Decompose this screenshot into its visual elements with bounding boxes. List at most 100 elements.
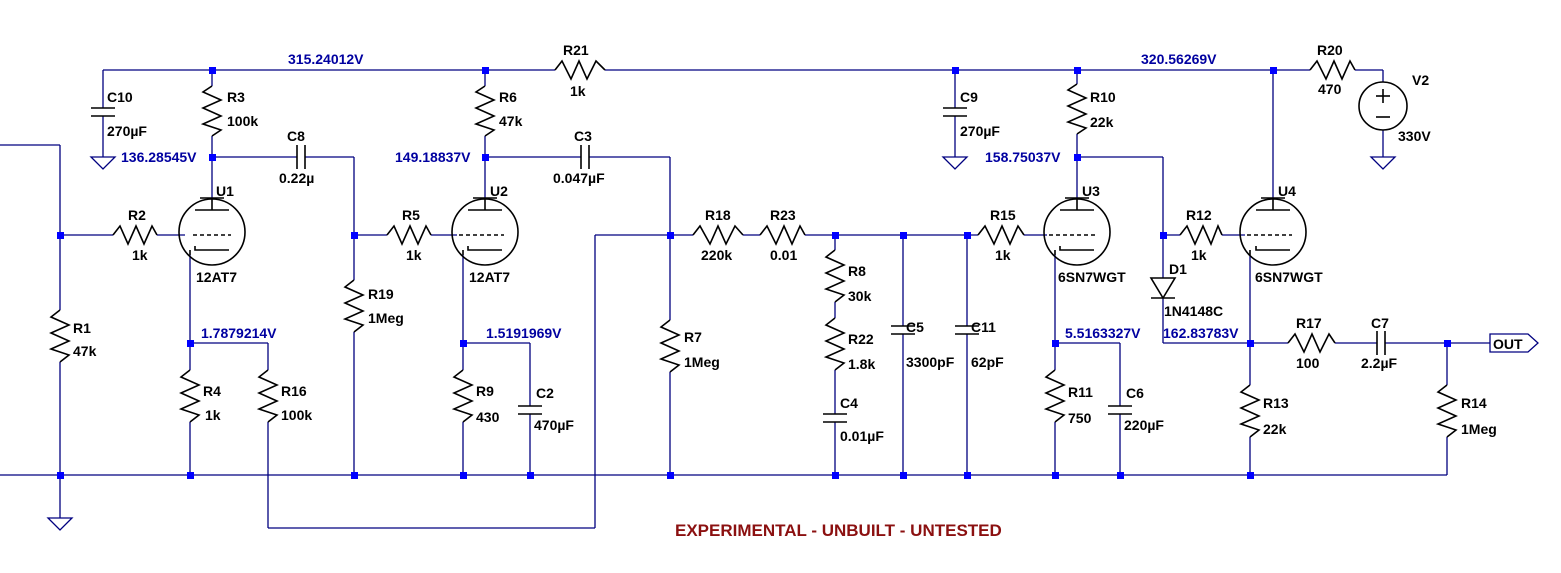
value-r23: 0.01	[770, 247, 797, 263]
resistor-r20	[1309, 59, 1356, 81]
resistor-r7	[658, 319, 681, 373]
label-u3: U3	[1082, 183, 1100, 199]
label-r7: R7	[684, 329, 702, 345]
value-r11: 750	[1068, 410, 1092, 426]
triode-u2	[451, 197, 519, 266]
ground-symbol	[941, 156, 969, 170]
value-c6: 220µF	[1124, 417, 1164, 433]
capacitor-c2	[518, 405, 542, 415]
label-c9: C9	[960, 89, 978, 105]
value-c11: 62pF	[971, 354, 1004, 370]
resistors	[48, 59, 1458, 438]
resistor-r12	[1179, 223, 1223, 247]
value-c10: 270µF	[107, 123, 147, 139]
resistor-r3	[200, 85, 223, 137]
junctions	[57, 67, 1451, 479]
resistor-r5	[386, 224, 432, 246]
value-r5: 1k	[406, 247, 422, 263]
label-r12: R12	[1186, 207, 1212, 223]
label-r10: R10	[1090, 89, 1116, 105]
resistor-r14	[1435, 384, 1458, 438]
voltage-u4-cathode: 162.83783V	[1163, 325, 1239, 341]
value-c9: 270µF	[960, 123, 1000, 139]
triode-u1	[178, 197, 246, 266]
value-c4: 0.01µF	[840, 428, 884, 444]
component-labels: R1 47k R2 1k R3 100k C10 270µF C8 0.22µ …	[73, 42, 1497, 444]
value-r14: 1Meg	[1461, 421, 1497, 437]
value-r18: 220k	[701, 247, 732, 263]
label-r22: R22	[848, 331, 874, 347]
value-r8: 30k	[848, 288, 872, 304]
label-r6: R6	[499, 89, 517, 105]
label-r1: R1	[73, 320, 91, 336]
label-c5: C5	[906, 319, 924, 335]
label-r23: R23	[770, 207, 796, 223]
value-r9: 430	[476, 409, 500, 425]
value-r10: 22k	[1090, 114, 1114, 130]
label-r19: R19	[368, 286, 394, 302]
resistor-r1	[48, 309, 71, 363]
value-r7: 1Meg	[684, 354, 720, 370]
resistor-r18	[692, 224, 744, 246]
resistor-r13	[1238, 384, 1261, 438]
label-r4: R4	[203, 383, 221, 399]
resistor-r16	[256, 369, 279, 423]
capacitor-c6	[1108, 405, 1132, 415]
triode-u3	[1043, 197, 1111, 266]
capacitor-c8	[296, 145, 306, 169]
resistor-r21	[554, 59, 606, 81]
resistor-r22	[823, 317, 846, 371]
label-r8: R8	[848, 263, 866, 279]
label-c4: C4	[840, 395, 858, 411]
label-r17: R17	[1296, 315, 1322, 331]
value-c3: 0.047µF	[553, 170, 605, 186]
resistor-r19	[342, 279, 365, 333]
value-r22: 1.8k	[848, 356, 875, 372]
label-r14: R14	[1461, 395, 1487, 411]
resistor-r2	[112, 224, 158, 246]
value-c8: 0.22µ	[279, 170, 314, 186]
label-c8: C8	[287, 128, 305, 144]
resistor-r4	[178, 369, 201, 423]
resistor-r6	[473, 85, 496, 137]
voltage-u2-plate: 149.18837V	[395, 149, 471, 165]
label-u4: U4	[1278, 183, 1296, 199]
value-r19: 1Meg	[368, 310, 404, 326]
value-r6: 47k	[499, 113, 523, 129]
capacitor-c10	[91, 107, 115, 117]
voltage-rail-right: 320.56269V	[1141, 51, 1217, 67]
label-r13: R13	[1263, 395, 1289, 411]
ground-symbol	[1369, 156, 1397, 170]
node-voltages: 315.24012V 320.56269V 136.28545V 1.78792…	[121, 51, 1239, 341]
value-c2: 470µF	[534, 417, 574, 433]
resistor-r17	[1287, 332, 1336, 354]
capacitor-c5	[891, 325, 915, 335]
label-v2: V2	[1412, 72, 1429, 88]
resistor-r9	[451, 369, 474, 423]
experimental-note: EXPERIMENTAL - UNBUILT - UNTESTED	[675, 521, 1002, 540]
wires	[0, 69, 1490, 529]
value-r13: 22k	[1263, 421, 1287, 437]
label-u2: U2	[490, 183, 508, 199]
label-r9: R9	[476, 383, 494, 399]
label-d1: D1	[1169, 261, 1187, 277]
resistor-r11	[1043, 369, 1066, 423]
value-r20: 470	[1318, 81, 1342, 97]
value-c7: 2.2µF	[1361, 355, 1398, 371]
label-r2: R2	[128, 207, 146, 223]
output-port: OUT	[1489, 333, 1539, 353]
capacitor-c9	[943, 107, 967, 117]
label-c7: C7	[1371, 315, 1389, 331]
value-u3: 6SN7WGT	[1058, 269, 1126, 285]
label-r5: R5	[402, 207, 420, 223]
label-c6: C6	[1126, 385, 1144, 401]
voltage-source-v2	[1358, 81, 1408, 131]
capacitor-c7	[1376, 331, 1386, 355]
voltage-u3-plate: 158.75037V	[985, 149, 1061, 165]
resistor-r10	[1065, 83, 1088, 135]
capacitor-c4	[823, 413, 847, 423]
voltage-rail-left: 315.24012V	[288, 51, 364, 67]
resistor-r8	[823, 249, 846, 303]
label-u1: U1	[216, 183, 234, 199]
value-r15: 1k	[995, 247, 1011, 263]
